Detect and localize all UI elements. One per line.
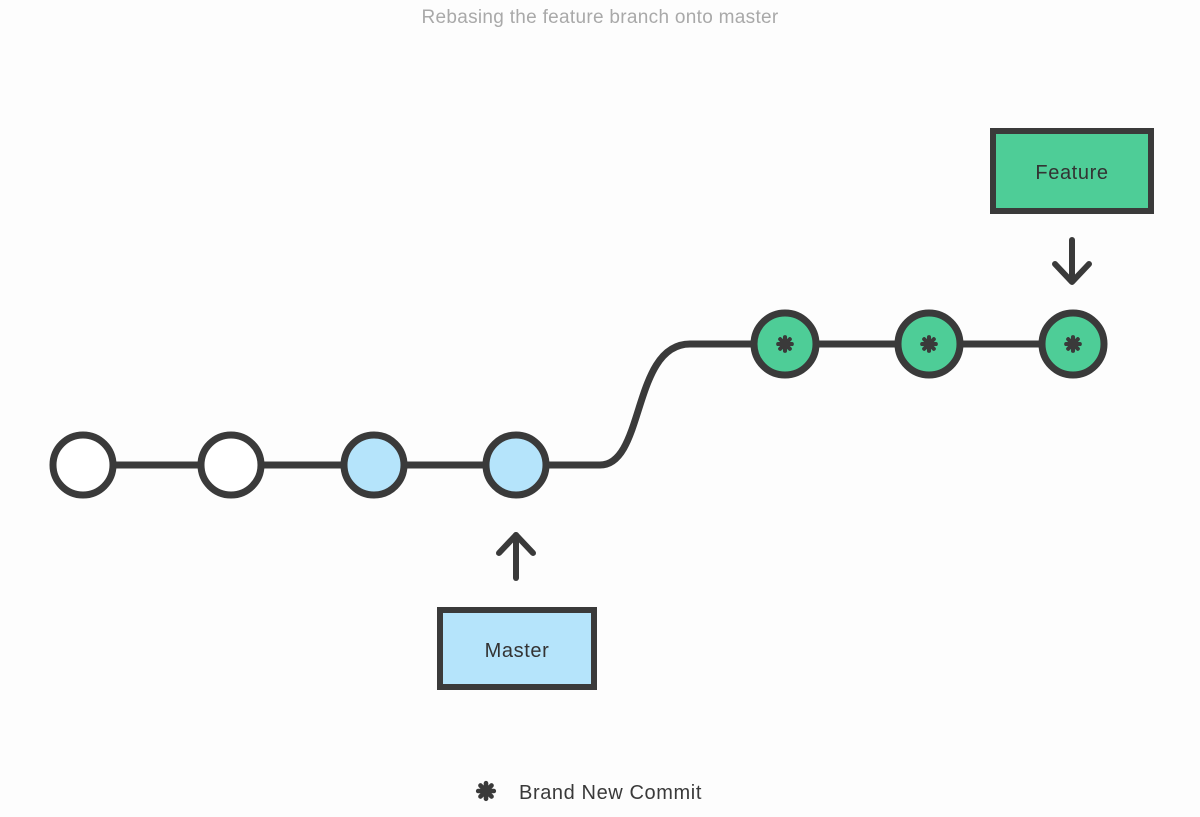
asterisk-icon [776,335,794,353]
commit-node-m1[interactable] [49,431,117,499]
arrow-up-icon [496,532,536,581]
legend-label: Brand New Commit [519,782,702,804]
feature-branch-label-box[interactable]: Feature [990,128,1154,214]
branch-connector-curve [544,340,760,469]
commit-node-m3[interactable] [340,431,408,499]
asterisk-icon [920,335,938,353]
arrow-down-icon [1052,237,1092,285]
master-branch-label: Master [485,640,550,662]
commit-node-m2[interactable] [197,431,265,499]
master-branch-label-box[interactable]: Master [437,607,597,690]
commit-node-m4[interactable] [482,431,550,499]
asterisk-icon [475,780,497,802]
asterisk-icon [1064,335,1082,353]
legend: Brand New Commit [475,780,702,804]
feature-branch-label: Feature [1035,162,1108,184]
page-title: Rebasing the feature branch onto master [421,7,778,28]
commit-node-f1[interactable] [750,309,820,379]
master-commit-nodes [49,431,550,499]
commit-node-f2[interactable] [894,309,964,379]
commit-node-f3[interactable] [1038,309,1108,379]
feature-commit-nodes [750,309,1108,379]
